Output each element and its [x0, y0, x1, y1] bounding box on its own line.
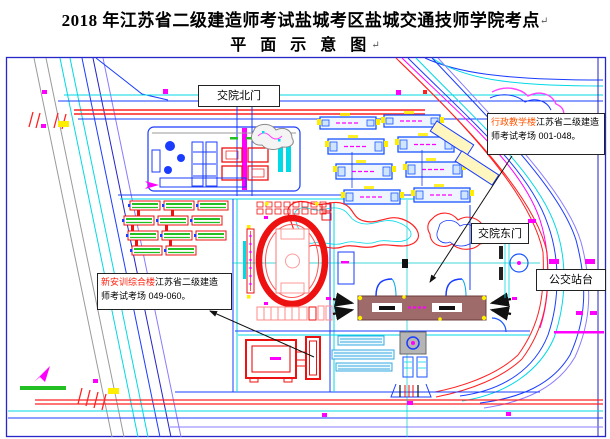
- bus-stop-label: 公交站台: [536, 269, 606, 291]
- title-text: 2018 年江苏省二级建造师考试盐城考区盐城交通技师学院考点: [61, 11, 540, 30]
- admin-building-name: 行政教学楼: [491, 117, 537, 127]
- subtitle-text: 平 面 示 意 图: [230, 37, 372, 54]
- training-building-label: 新安训综合楼江苏省二级建造 师考试考场 049-060。: [97, 273, 232, 310]
- east-gate-structure: [491, 242, 595, 333]
- training-building-name: 新安训综合楼: [101, 277, 156, 287]
- admin-leader-arrow: [429, 155, 513, 283]
- admin-building-label: 行政教学楼江苏省二级建造 师考试考场 001-048。: [487, 113, 605, 155]
- bus-stop-mark: [585, 259, 595, 264]
- north-gate-label-text: 交院北门: [217, 90, 261, 102]
- admin-building: [326, 251, 517, 321]
- lake: [287, 200, 490, 250]
- south-road: [8, 391, 603, 428]
- industrial-training-block: [145, 126, 301, 192]
- north-road: [58, 57, 604, 120]
- north-gate-label: 交院北门: [198, 85, 280, 107]
- east-gate-label: 交院东门: [471, 223, 529, 244]
- garden-rockery: [251, 123, 294, 150]
- admin-label-rest: 江苏省二级建造: [536, 117, 600, 127]
- training-label-rest: 江苏省二级建造: [155, 277, 219, 287]
- page-title-line1: 2018 年江苏省二级建造师考试盐城考区盐城交通技师学院考点↵: [0, 6, 610, 31]
- stadium: [243, 201, 333, 321]
- training-leader-arrow: [209, 310, 315, 358]
- paragraph-mark-icon: ↵: [371, 40, 380, 51]
- north-arrow: [20, 366, 66, 390]
- bus-stop-label-text: 公交站台: [549, 274, 593, 286]
- admin-label-line1: 行政教学楼江苏省二级建造: [491, 116, 601, 130]
- map-frame: [5, 56, 607, 438]
- dormitory-block: [317, 87, 565, 205]
- paragraph-mark-icon: ↵: [539, 16, 549, 27]
- training-building: [245, 336, 321, 383]
- greenhouse-block: [122, 200, 229, 256]
- bus-stop-mark: [549, 259, 559, 264]
- east-gate-label-text: 交院东门: [478, 228, 522, 240]
- south-gate-block: [331, 331, 432, 405]
- admin-label-line2: 师考试考场 001-048。: [491, 130, 581, 141]
- training-label-line2: 师考试考场 049-060。: [101, 290, 191, 301]
- leader-lines: [209, 155, 513, 358]
- training-label-line1: 新安训综合楼江苏省二级建造: [101, 276, 228, 290]
- west-road: [28, 57, 182, 438]
- page-title-line2: 平 面 示 意 图↵: [0, 31, 610, 55]
